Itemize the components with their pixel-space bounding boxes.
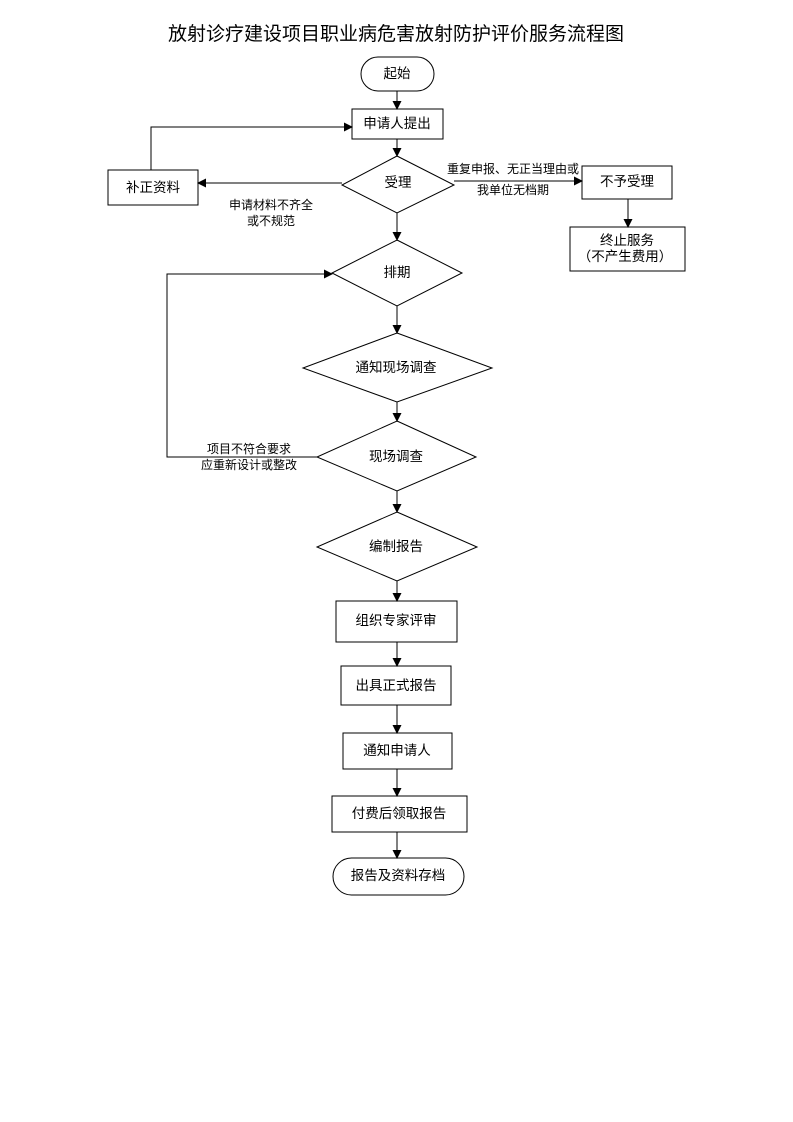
edge-label-redesign-1: 项目不符合要求 (207, 441, 291, 456)
page-title: 放射诊疗建设项目职业病危害放射防护评价服务流程图 (168, 23, 624, 45)
edge-label-incomplete-1: 申请材料不齐全 (229, 197, 313, 212)
edge-label-repeat-2: 我单位无档期 (477, 182, 549, 197)
notify-applicant-label: 通知申请人 (363, 742, 431, 759)
reject-label: 不予受理 (600, 174, 654, 190)
arrow-survey-schedule (166, 269, 333, 458)
accept-label: 受理 (385, 175, 412, 191)
edge-label-incomplete-2: 或不规范 (247, 213, 295, 228)
edge-label-redesign-2: 应重新设计或整改 (201, 457, 297, 472)
formal-report-label: 出具正式报告 (356, 678, 437, 694)
expert-review-label: 组织专家评审 (356, 612, 437, 629)
notify-survey-label: 通知现场调查 (356, 359, 437, 376)
apply-label: 申请人提出 (363, 116, 431, 132)
terminate-label-1: 终止服务 (600, 233, 654, 249)
arrow-supplement-apply (150, 122, 353, 170)
supplement-label: 补正资料 (126, 180, 180, 196)
terminate-label-2: （不产生费用） (578, 249, 673, 265)
schedule-label: 排期 (384, 265, 411, 281)
survey-label: 现场调查 (369, 449, 423, 465)
pay-collect-label: 付费后领取报告 (352, 806, 447, 822)
archive-label: 报告及资料存档 (351, 868, 446, 884)
supplement-box (107, 169, 199, 206)
start-label: 起始 (384, 66, 411, 82)
edge-label-repeat-1: 重复申报、无正当理由或 (447, 161, 579, 176)
compile-label: 编制报告 (369, 539, 423, 555)
